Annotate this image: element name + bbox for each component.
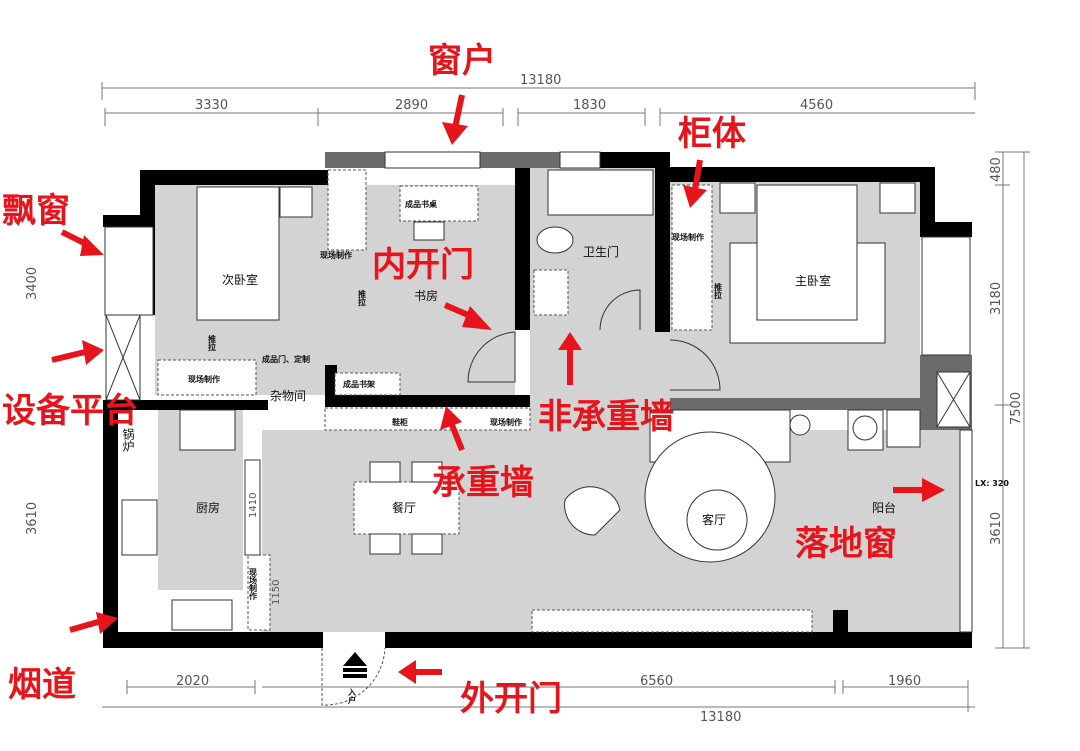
dim-bottom-2: 6560 [640, 674, 673, 689]
label-sliding-2: 推拉 [358, 289, 367, 307]
dim-top-total: 13180 [520, 73, 561, 88]
dim-top-4: 4560 [800, 98, 833, 113]
label-shoe-cabinet: 鞋柜 [392, 417, 408, 427]
label-onsite-5: 现场制作 [249, 568, 258, 601]
label-onsite-4: 现场制作 [490, 417, 522, 427]
label-dining: 餐厅 [392, 500, 416, 515]
label-living: 客厅 [702, 512, 726, 527]
label-sliding-1: 推拉 [208, 334, 217, 352]
annotation-flue: 烟道 [8, 665, 76, 705]
dim-left-1: 3400 [25, 267, 40, 300]
dim-bottom-1: 2020 [176, 674, 209, 689]
annotation-arrows [51, 94, 945, 684]
dim-top-2: 2890 [395, 98, 428, 113]
toilet [536, 226, 574, 254]
annotation-cabinet: 柜体 [678, 114, 746, 154]
wardrobe-study [327, 169, 367, 251]
desk [399, 185, 479, 222]
dim-kitchen-opening: 1410 [248, 493, 259, 518]
label-desk: 成品书桌 [405, 199, 438, 209]
dim-bottom-total: 13180 [700, 710, 741, 725]
label-second-bedroom: 次卧室 [222, 272, 258, 287]
label-bookshelf: 成品书架 [343, 379, 375, 389]
dim-left-2: 3610 [25, 502, 40, 535]
dim-right-total: 7500 [1009, 392, 1024, 425]
annotation-bay-window: 飘窗 [2, 191, 70, 231]
study-window [384, 151, 481, 169]
dim-top-3: 1830 [573, 98, 606, 113]
label-sliding-3: 推拉 [714, 282, 723, 300]
dimension-lines [101, 82, 1030, 712]
label-entrance: 入户 [348, 688, 357, 705]
annotation-window: 窗户 [428, 41, 496, 81]
label-onsite-2: 现场制作 [320, 250, 352, 260]
bath-window [559, 151, 601, 169]
dim-entry-cabinet: 1150 [271, 580, 282, 605]
label-bathroom: 卫生门 [583, 244, 619, 259]
sink [121, 499, 158, 556]
entrance-arrow-icon [343, 652, 367, 666]
study-door-swing [467, 331, 516, 383]
label-onsite-3: 现场制作 [672, 232, 704, 242]
armchair [564, 486, 621, 536]
master-door-swing [669, 339, 721, 391]
annotation-non-load-bearing-wall: 非承重墙 [538, 397, 674, 437]
dim-right-3: 3610 [989, 512, 1004, 545]
entrance-door-swing [321, 647, 386, 706]
annotation-load-bearing-wall: 承重墙 [432, 463, 534, 503]
annotation-floor-window: 落地窗 [795, 524, 897, 564]
label-kitchen: 厨房 [196, 500, 220, 515]
shoe-cabinet [324, 407, 531, 431]
dim-top-1: 3330 [195, 98, 228, 113]
bay-window [104, 226, 154, 316]
label-storage: 杂物间 [270, 389, 306, 403]
label-boiler: 锅炉 [121, 427, 135, 453]
dining-table [353, 481, 460, 535]
label-window-note: LX: 320 [975, 479, 1009, 488]
label-master-bedroom: 主卧室 [795, 273, 831, 288]
label-onsite-1: 现场制作 [188, 374, 220, 384]
bathtub [547, 169, 654, 216]
stove [171, 599, 233, 631]
equipment-platform [105, 314, 971, 428]
bed-second [196, 186, 280, 321]
label-balcony: 阳台 [872, 500, 896, 515]
label-study: 书房 [414, 288, 438, 303]
dim-right-2: 3180 [989, 282, 1004, 315]
annotation-equipment-platform: 设备平台 [2, 391, 138, 431]
dim-bottom-3: 1960 [888, 674, 921, 689]
master-bay-window [921, 236, 971, 356]
annotation-inward-door: 内开门 [372, 245, 474, 285]
dim-right-1: 480 [989, 157, 1004, 182]
wardrobe-second [157, 359, 257, 396]
wardrobe-master [671, 184, 713, 331]
annotation-outward-door: 外开门 [460, 679, 562, 719]
label-custom-door: 成品门、定制 [262, 354, 310, 364]
basin [533, 269, 569, 316]
coffee-table [686, 489, 748, 551]
bookshelf [334, 372, 401, 396]
bed-master [756, 184, 858, 321]
bath-door-swing [599, 289, 641, 331]
tv-cabinet [531, 609, 813, 633]
nightstand [279, 186, 313, 218]
furniture [121, 169, 921, 706]
